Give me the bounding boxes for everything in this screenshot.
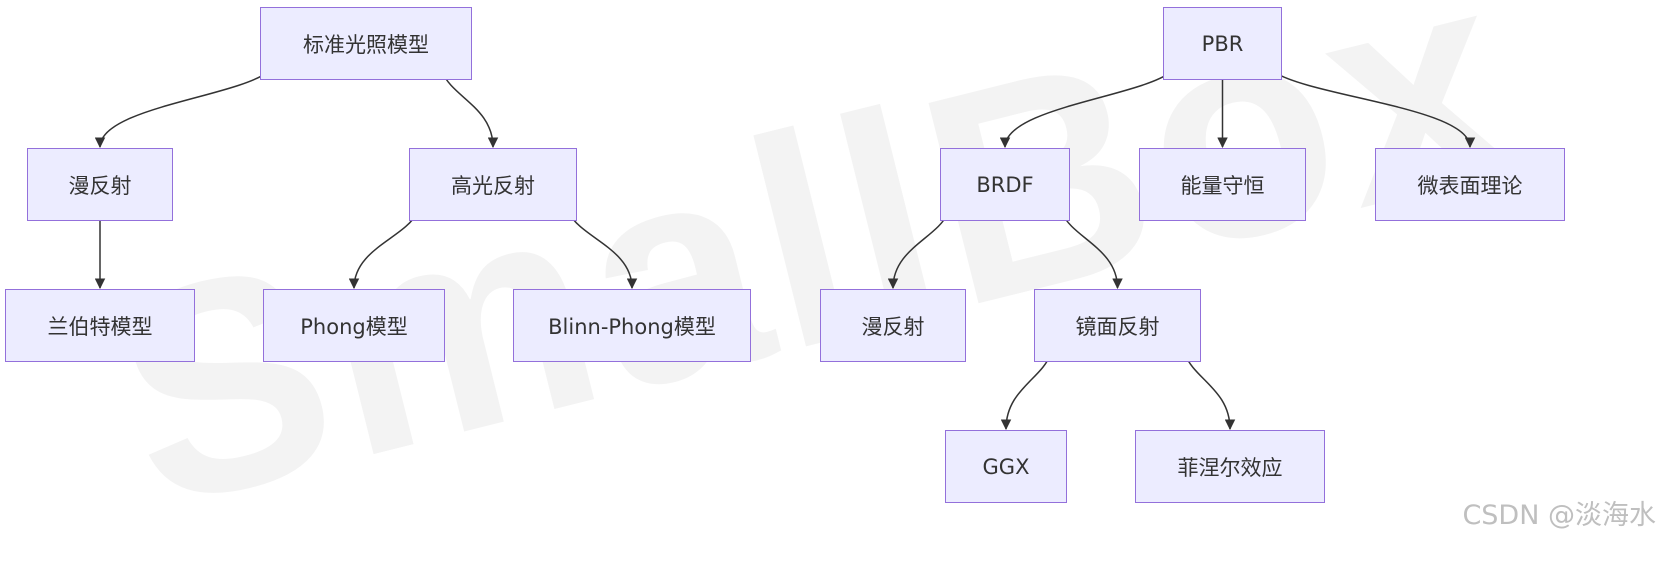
node-diffuse-reflection-pbr: 漫反射 xyxy=(820,289,966,362)
edge-brdf-to-diffuse2 xyxy=(887,212,949,290)
edge-specular-to-phong xyxy=(348,212,418,290)
node-energy-conservation: 能量守恒 xyxy=(1139,148,1306,221)
edge-std-to-specular xyxy=(441,71,499,149)
node-microfacet-theory: 微表面理论 xyxy=(1375,148,1565,221)
node-specular-reflection: 高光反射 xyxy=(409,148,577,221)
edge-specular-to-blinn xyxy=(568,212,638,290)
node-blinn-phong-model: Blinn-Phong模型 xyxy=(513,289,751,362)
edge-pbr-to-micro xyxy=(1273,71,1476,149)
edge-mirror-to-ggx xyxy=(1000,353,1052,431)
node-standard-lighting-model: 标准光照模型 xyxy=(260,7,472,80)
edge-pbr-to-brdf xyxy=(999,71,1172,149)
edge-brdf-to-mirror xyxy=(1061,212,1123,290)
node-lambert-model: 兰伯特模型 xyxy=(5,289,195,362)
node-mirror-reflection: 镜面反射 xyxy=(1034,289,1201,362)
edge-std-to-diffuse1 xyxy=(94,71,269,149)
node-brdf: BRDF xyxy=(940,148,1070,221)
node-diffuse-reflection: 漫反射 xyxy=(27,148,173,221)
node-fresnel-effect: 菲涅尔效应 xyxy=(1135,430,1325,503)
csdn-credit-watermark: CSDN @淡海水 xyxy=(1462,500,1656,531)
node-phong-model: Phong模型 xyxy=(263,289,445,362)
node-pbr: PBR xyxy=(1163,7,1282,80)
edges-layer xyxy=(94,71,1476,431)
edge-mirror-to-fresnel xyxy=(1184,353,1236,431)
node-ggx: GGX xyxy=(945,430,1067,503)
